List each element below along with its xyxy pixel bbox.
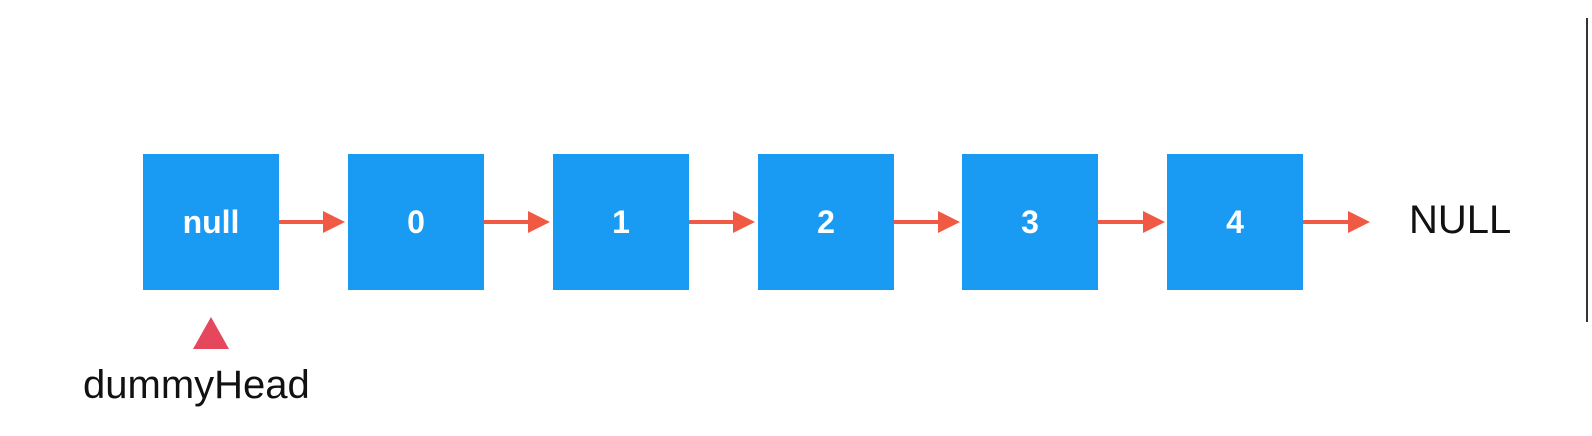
node-3: 3: [962, 154, 1098, 290]
node-1: 1: [553, 154, 689, 290]
node-0: 0: [348, 154, 484, 290]
node-label: 4: [1226, 203, 1244, 240]
node-dummy: null: [143, 154, 279, 290]
right-edge-divider: [1586, 18, 1588, 322]
dummy-head-label: dummyHead: [83, 363, 310, 407]
node-4: 4: [1167, 154, 1303, 290]
node-label: null: [182, 203, 240, 240]
node-label: 1: [612, 203, 630, 240]
node-label: 0: [407, 203, 425, 240]
node-label: 3: [1021, 203, 1039, 240]
pointer-triangle-icon: [193, 317, 229, 349]
null-terminal-label: NULL: [1409, 198, 1512, 242]
node-2: 2: [758, 154, 894, 290]
node-label: 2: [817, 203, 835, 240]
